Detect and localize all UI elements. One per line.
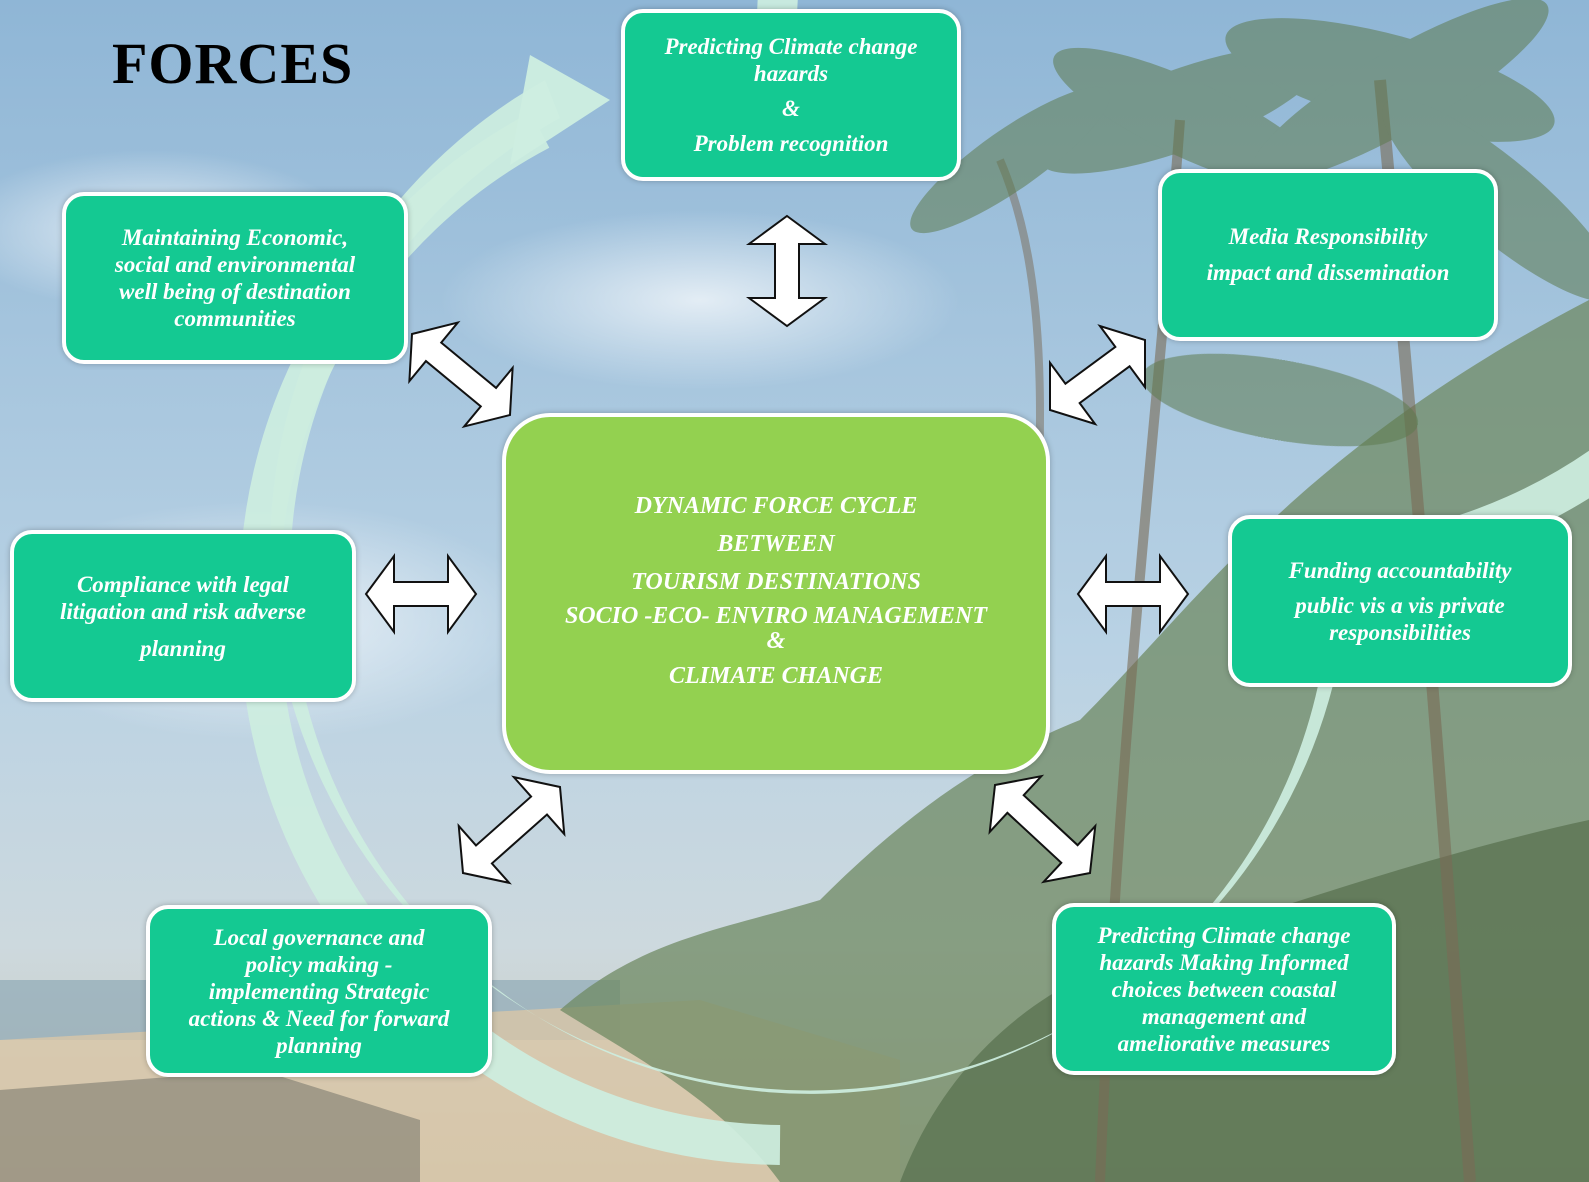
box-line: Predicting Climate change	[664, 34, 918, 59]
box-line: policy making -	[245, 951, 393, 977]
box-line: social and environmental	[114, 252, 356, 277]
center-line: TOURISM DESTINATIONS	[631, 568, 921, 595]
center-line: DYNAMIC FORCE CYCLE	[634, 492, 918, 519]
center-line: &	[766, 627, 786, 654]
force-box-legal-compliance: Compliance with legal litigation and ris…	[10, 530, 356, 702]
box-line: communities	[174, 306, 296, 331]
box-line: litigation and risk adverse	[60, 598, 306, 624]
force-box-climate-hazards: Predicting Climate change hazards & Prob…	[621, 9, 961, 181]
force-box-wellbeing: Maintaining Economic, social and environ…	[62, 192, 408, 364]
box-line: hazards	[753, 61, 829, 86]
box-line: Media Responsibility	[1228, 224, 1428, 249]
box-line: Compliance with legal	[76, 571, 290, 597]
box-line: planning	[140, 635, 226, 661]
page-title: FORCES	[112, 31, 354, 96]
box-line: ameliorative measures	[1117, 1030, 1331, 1056]
box-line: Local governance and	[213, 924, 425, 950]
box-line: responsibilities	[1329, 619, 1471, 645]
force-box-local-governance: Local governance and policy making - imp…	[146, 905, 492, 1077]
force-box-funding: Funding accountability public vis a vis …	[1228, 515, 1572, 687]
box-line: actions & Need for forward	[188, 1005, 450, 1031]
box-line: hazards Making Informed	[1099, 949, 1349, 975]
box-line: management and	[1141, 1003, 1307, 1029]
box-line: implementing Strategic	[208, 978, 430, 1004]
box-line: impact and dissemination	[1206, 260, 1450, 285]
box-line: &	[782, 96, 800, 121]
central-concept-box: DYNAMIC FORCE CYCLE BETWEEN TOURISM DEST…	[502, 413, 1050, 774]
box-line: Predicting Climate change	[1097, 922, 1351, 948]
box-line: well being of destination	[119, 279, 351, 304]
box-line: Problem recognition	[693, 131, 889, 156]
center-line: SOCIO -ECO- ENVIRO MANAGEMENT	[564, 602, 988, 629]
force-box-media: Media Responsibility impact and dissemin…	[1158, 169, 1498, 341]
box-line: public vis a vis private	[1295, 592, 1505, 618]
force-box-coastal-choices: Predicting Climate change hazards Making…	[1052, 903, 1396, 1075]
center-line: BETWEEN	[717, 530, 835, 557]
box-line: planning	[276, 1032, 362, 1058]
box-line: Funding accountability	[1288, 557, 1512, 583]
box-line: choices between coastal	[1111, 976, 1337, 1002]
center-line: CLIMATE CHANGE	[668, 662, 884, 689]
box-line: Maintaining Economic,	[121, 225, 349, 250]
